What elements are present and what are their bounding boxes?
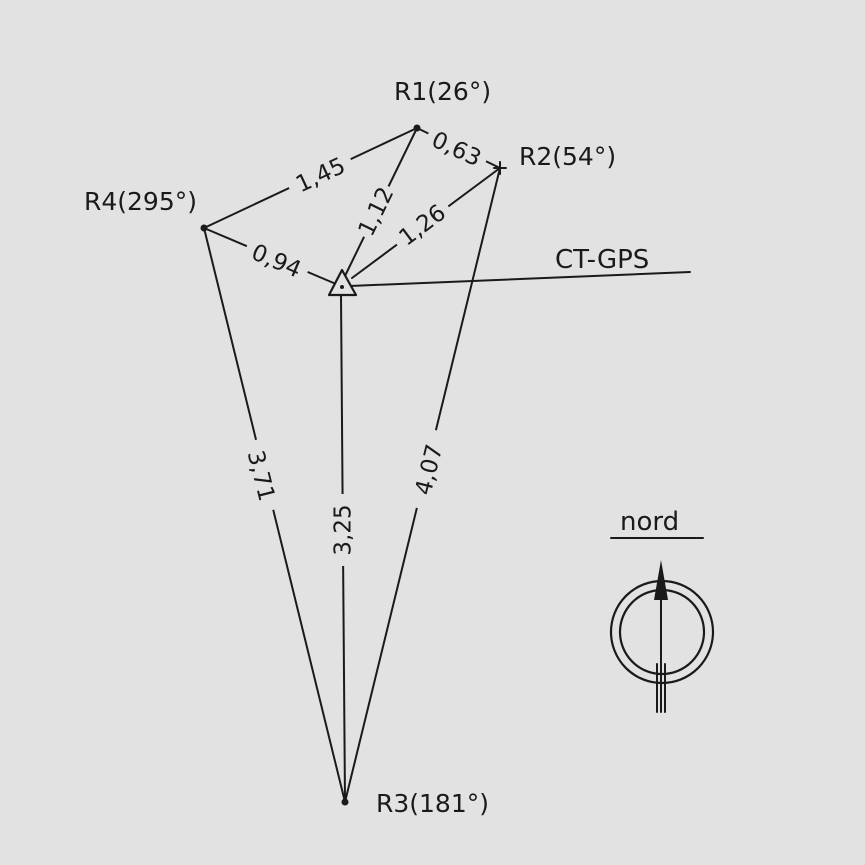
station-points	[200, 124, 507, 806]
point-r4	[200, 224, 208, 232]
dist-ct-r3-group: 3,25	[330, 494, 357, 566]
label-r1: R1(26°)	[394, 77, 491, 106]
label-r2: R2(54°)	[519, 142, 616, 171]
label-r4: R4(295°)	[84, 187, 197, 216]
line-ct-gps	[349, 271, 691, 287]
label-ct-gps: CT-GPS	[555, 245, 649, 275]
ct-gps-triangle	[327, 268, 358, 297]
north-arrow-icon	[654, 560, 668, 600]
dist-ct-r3: 3,25	[331, 504, 357, 555]
point-r3	[341, 798, 349, 806]
north-indicator: nord	[609, 507, 715, 713]
line-r4-r3	[203, 227, 346, 803]
point-r2-cross	[493, 161, 507, 175]
north-label: nord	[620, 507, 679, 537]
label-r3: R3(181°)	[376, 789, 489, 818]
point-r1	[413, 124, 421, 132]
